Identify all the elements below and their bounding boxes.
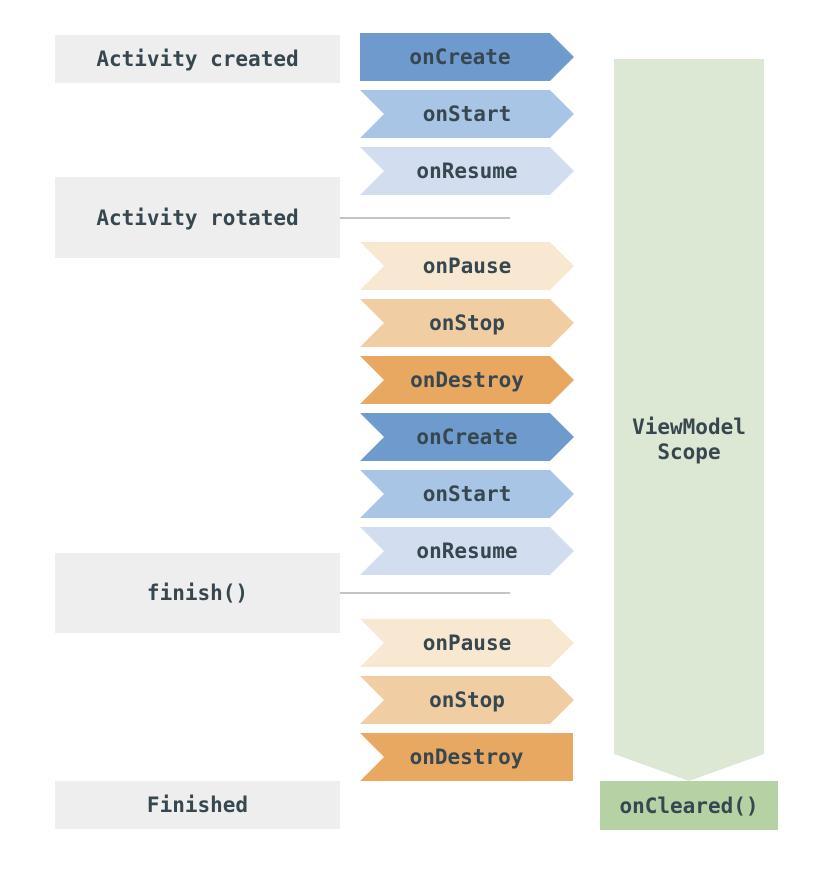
arrow-ondestroy-1: onDestroy: [360, 356, 574, 404]
viewmodel-scope-arrow: ViewModel Scope: [614, 59, 764, 781]
arrow-onstop-1: onStop: [360, 299, 574, 347]
event-label-activity-created: Activity created: [55, 35, 340, 83]
event-label-finished: Finished: [55, 781, 340, 829]
arrow-onstart-2: onStart: [360, 470, 574, 518]
viewmodel-scope-label-line2: Scope: [657, 440, 721, 464]
divider-line-activity-rotated: [340, 217, 510, 219]
arrow-onresume-1: onResume: [360, 147, 574, 195]
oncleared-box: onCleared(): [600, 781, 778, 830]
arrow-onresume-2: onResume: [360, 527, 574, 575]
event-label-finish: finish(): [55, 553, 340, 633]
viewmodel-scope-label-line1: ViewModel: [632, 415, 746, 440]
viewmodel-scope-label: ViewModel Scope: [632, 415, 746, 465]
divider-line-finish: [340, 592, 510, 594]
arrow-ondestroy-2: onDestroy: [360, 733, 573, 781]
event-label-activity-rotated: Activity rotated: [55, 177, 340, 258]
arrow-onpause-1: onPause: [360, 242, 574, 290]
arrow-oncreate-1: onCreate: [360, 33, 574, 81]
arrow-onstart-1: onStart: [360, 90, 574, 138]
arrow-oncreate-2: onCreate: [360, 413, 574, 461]
arrow-onstop-2: onStop: [360, 676, 574, 724]
arrow-onpause-2: onPause: [360, 619, 574, 667]
